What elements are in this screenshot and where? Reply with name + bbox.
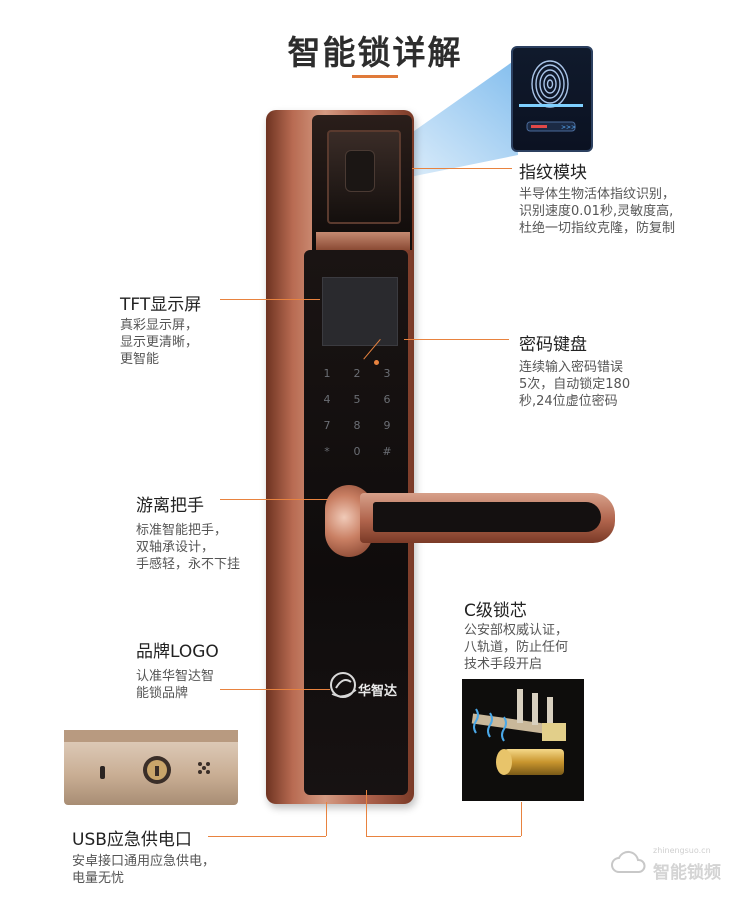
- keypad-key[interactable]: 1: [323, 367, 331, 380]
- fingerprint-sensor[interactable]: [345, 150, 375, 192]
- feature-keypad-title: 密码键盘: [519, 335, 587, 355]
- feature-usb-desc: 安卓接口通用应急供电， 电量无忧: [72, 854, 216, 886]
- connector-usb-h: [208, 836, 326, 837]
- svg-text:>>>: >>>: [561, 124, 576, 131]
- feature-display-desc: 真彩显示屏， 显示更清晰， 更智能: [120, 318, 199, 367]
- feature-fingerprint-title: 指纹模块: [519, 163, 587, 183]
- fingerprint-zoom-image: >>>: [511, 46, 593, 152]
- feature-logo-desc: 认准华智达智 能锁品牌: [136, 669, 215, 701]
- lock-cylinder-illustration: [471, 689, 566, 775]
- feature-handle-desc: 标准智能把手， 双轴承设计， 手感轻，永不下挂: [136, 523, 241, 572]
- keypad-key[interactable]: 4: [323, 393, 331, 406]
- feature-keypad-desc: 连续输入密码错误 5次，自动锁定180 秒,24位虚位密码: [519, 360, 631, 409]
- connector-display: [220, 299, 320, 300]
- fingerprint-beam: [380, 60, 518, 180]
- connector-cyl-v1: [366, 790, 367, 836]
- watermark-domain: zhinengsuo.cn: [653, 846, 711, 855]
- connector-cyl-v2: [521, 802, 522, 836]
- feature-cylinder-desc: 公安部权威认证， 八轨道，防止任何 技术手段开启: [464, 623, 569, 672]
- keypad-key[interactable]: 6: [383, 393, 391, 406]
- feature-handle-title: 游离把手: [136, 496, 204, 516]
- feature-usb-title: USB应急供电口: [72, 830, 192, 850]
- connector-handle: [220, 499, 328, 500]
- feature-fingerprint-desc: 半导体生物活体指纹识别， 识别速度0.01秒,灵敏度高, 杜绝一切指纹克隆，防复…: [519, 187, 676, 236]
- connector-usb-v: [326, 802, 327, 836]
- cloud-icon: [611, 850, 646, 873]
- keypad-key[interactable]: 2: [353, 367, 361, 380]
- keypad-key[interactable]: *: [324, 445, 330, 458]
- keypad-key[interactable]: 5: [353, 393, 361, 406]
- brand-name-text: 华智达: [358, 684, 398, 699]
- feature-cylinder-title: C级锁芯: [464, 601, 527, 621]
- tft-screen: [322, 277, 398, 346]
- usb-port-illustration: [64, 730, 238, 784]
- handle-inlay: [373, 502, 601, 532]
- keypad-key[interactable]: 3: [383, 367, 391, 380]
- feature-display-title: TFT显示屏: [120, 295, 202, 315]
- usb-port-photo: [64, 730, 238, 805]
- keypad-key[interactable]: 0: [353, 445, 361, 458]
- connector-logo: [220, 689, 330, 690]
- fingerprint-icon: >>>: [519, 60, 583, 132]
- connector-cyl-h: [366, 836, 521, 837]
- fingerprint-base: [316, 232, 410, 250]
- keypad-key[interactable]: 9: [383, 419, 391, 432]
- watermark-text: 智能锁频: [653, 863, 721, 883]
- lock-cylinder-photo: [462, 679, 584, 801]
- watermark: zhinengsuo.cn 智能锁频: [611, 844, 741, 884]
- keypad-key[interactable]: 7: [323, 419, 331, 432]
- connector-fingerprint: [412, 168, 512, 169]
- connector-keypad-h: [404, 339, 509, 340]
- title-underline: [352, 75, 398, 78]
- brand-logo-icon: [330, 672, 357, 698]
- keypad-key[interactable]: #: [382, 445, 392, 458]
- page-title: 智能锁详解: [287, 33, 463, 72]
- keypad-key[interactable]: 8: [353, 419, 361, 432]
- connector-dot: [374, 360, 379, 365]
- feature-logo-title: 品牌LOGO: [136, 642, 219, 662]
